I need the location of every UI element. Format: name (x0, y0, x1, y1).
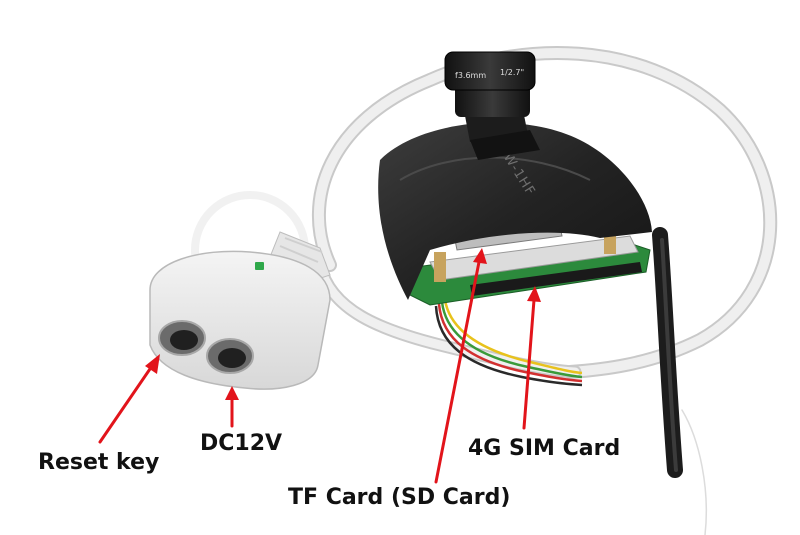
rj45-connector (149, 231, 331, 390)
indicator-led (255, 262, 264, 270)
tf-card-label: TF Card (SD Card) (288, 485, 511, 510)
arrow-reset-key (98, 354, 160, 444)
lens-sensor-text: 1/2.7" (500, 68, 524, 77)
wires (434, 299, 583, 387)
arrow-dc12v (225, 386, 239, 428)
camera-lens: f3.6mm 1/2.7" (444, 51, 540, 160)
annotation-arrows (98, 248, 541, 484)
lens-focal-text: f3.6mm (455, 71, 486, 80)
arrow-tf-card (434, 248, 487, 484)
arrow-sim-card (522, 286, 541, 430)
reset-key-label: Reset key (38, 450, 160, 475)
dc12v-label: DC12V (200, 431, 283, 456)
sim-card-label: 4G SIM Card (468, 436, 621, 461)
black-cable (652, 227, 708, 535)
white-cable (311, 45, 778, 379)
